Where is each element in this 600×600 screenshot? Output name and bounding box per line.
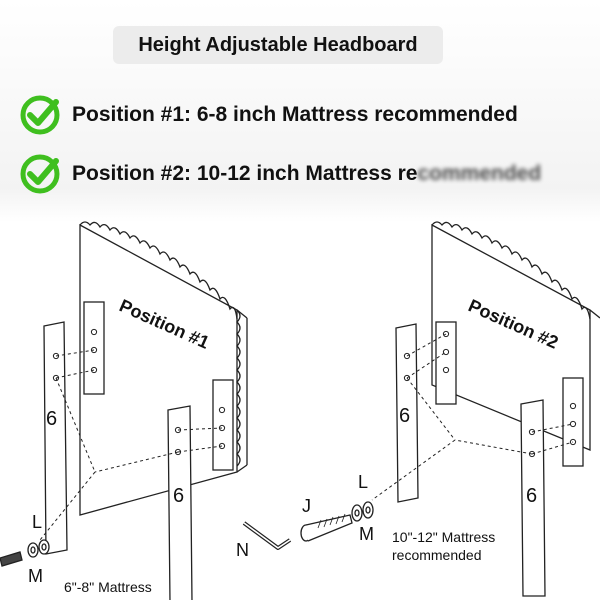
feature-text: Position #1: 6-8 inch Mattress recommend… [72,103,518,126]
bracket-left [435,321,457,405]
headboard-scallop-edge [431,221,591,320]
leg-label-6-back: 6 [399,405,410,427]
bracket-right [562,377,584,467]
leg-front [167,405,193,600]
left-assembly [0,221,248,600]
feature-text-blurred: commended [417,162,542,185]
bolt-j [300,513,353,542]
headboard-side-scallop [236,309,241,467]
washers-l-m [351,501,374,522]
bolt-hardware-left [0,539,50,567]
check-circle-icon [20,154,60,194]
leg-label-6-front: 6 [526,485,537,507]
headboard-scallop-edge [79,221,238,320]
headboard-assembly-diagram: Position #1 6 6 L M 6"-8" Mattress recom… [0,221,600,600]
right-assembly [242,221,600,597]
bracket-left [83,301,105,395]
part-label-l: L [358,472,368,492]
headboard-panel [431,223,591,451]
mattress-note-line2: recommended [80,597,170,600]
leg-label-6-front: 6 [173,485,184,507]
feature-text: Position #2: 10-12 inch Mattress recomme… [72,162,541,186]
page-title: Height Adjustable Headboard [113,26,443,64]
feature-text-clear: Position #2: 10-12 inch Mattress re [72,162,418,185]
leg-back [43,321,68,555]
part-label-j: J [302,496,311,516]
leg-back [395,323,419,503]
part-label-m: M [359,524,374,544]
mattress-note-line1: 10"-12" Mattress [392,529,495,545]
mattress-note-line2: recommended [392,547,482,563]
mattress-note-line1: 6"-8" Mattress [64,579,152,595]
leg-front [520,399,546,597]
part-label-n: N [236,540,249,560]
feature-item-position-1: Position #1: 6-8 inch Mattress recommend… [18,93,518,137]
part-label-m: M [28,566,43,586]
bracket-right [212,379,234,471]
part-label-l: L [32,512,42,532]
check-circle-icon [20,95,60,135]
leg-label-6-back: 6 [46,408,57,430]
feature-item-position-2: Position #2: 10-12 inch Mattress recomme… [18,152,541,196]
